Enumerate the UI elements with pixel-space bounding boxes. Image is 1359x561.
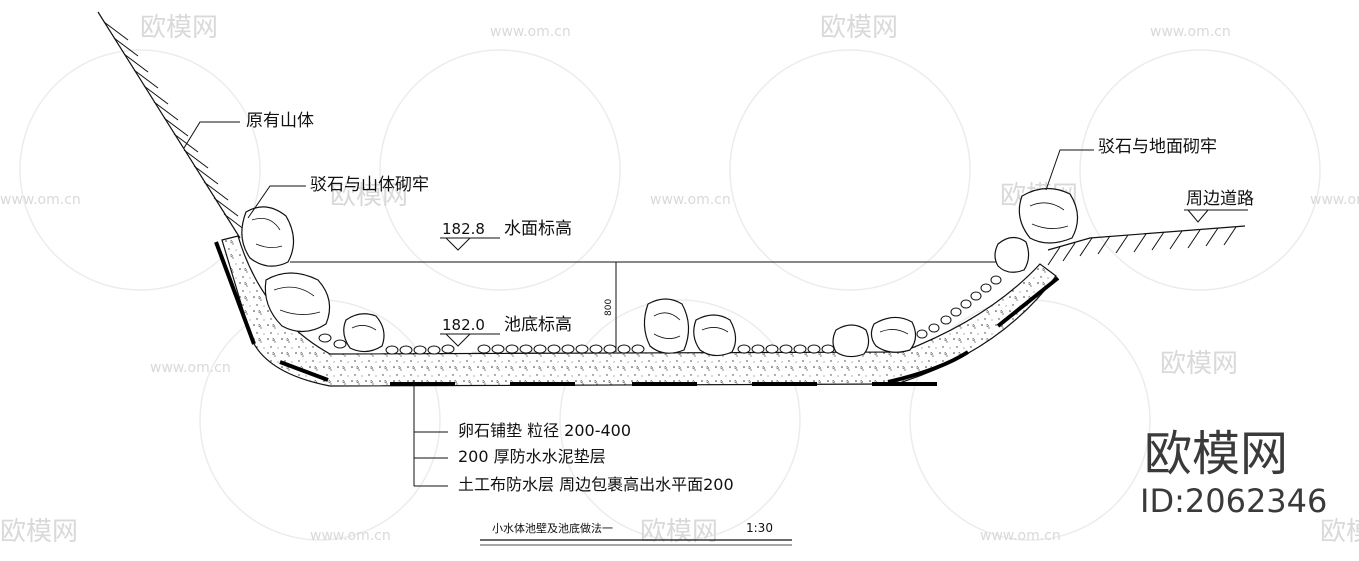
watermark-site: www.om.cn	[150, 360, 231, 376]
mountain-edge	[97, 11, 241, 239]
depth-dimension-value: 800	[604, 299, 614, 316]
pond-bottom-marker: 182.0 池底标高	[440, 315, 572, 347]
brand-logo-text: 欧模网	[1144, 426, 1288, 482]
drawing-title: 小水体池壁及池底做法一	[492, 521, 613, 535]
membrane-segment	[279, 360, 329, 382]
callout-pebble-bedding: 卵石铺垫 粒径 200-400	[458, 421, 631, 440]
label-boulder-ground: 驳石与地面砌牢	[1098, 137, 1217, 157]
watermark-site: www.om.cn	[1310, 192, 1359, 208]
boulder	[264, 272, 331, 333]
brand-watermark: 欧模网 ID:2062346	[1140, 426, 1327, 520]
pond-bottom-value: 182.0	[442, 316, 485, 334]
callout-cement-cushion: 200 厚防水水泥垫层	[458, 447, 606, 466]
boulder	[343, 313, 385, 353]
boulder	[994, 236, 1030, 273]
road-marker: 周边道路	[1184, 189, 1254, 223]
construction-callouts: 卵石铺垫 粒径 200-400 200 厚防水水泥垫层 土工布防水层 周边包裹高…	[413, 380, 734, 494]
leader-line	[1045, 149, 1094, 191]
boulder	[1018, 187, 1079, 244]
pond-bottom-label: 池底标高	[504, 315, 572, 335]
mountain-slope	[97, 11, 246, 239]
watermark-brand: 欧模网	[1160, 349, 1238, 379]
water-level-marker: 182.8 水面标高	[440, 219, 572, 251]
watermark-site: www.om.cn	[490, 24, 571, 40]
leaders	[183, 121, 1094, 219]
watermark-brand: 欧模网	[640, 517, 718, 547]
watermark-site: www.om.cn	[980, 528, 1061, 544]
label-boulder-mountain: 驳石与山体砌牢	[310, 175, 429, 195]
watermark-site: www.om.cn	[0, 192, 81, 208]
watermark-brand: 欧模网	[820, 13, 898, 43]
watermark-brand: 欧模网	[330, 181, 408, 211]
drawing-scale: 1:30	[746, 521, 773, 535]
leader-line	[183, 121, 240, 149]
leader-line	[247, 185, 306, 219]
title-block: 小水体池壁及池底做法一 1:30	[480, 521, 792, 546]
brand-id: ID:2062346	[1140, 482, 1327, 520]
road-hatching	[1047, 226, 1237, 266]
label-surrounding-road: 周边道路	[1186, 189, 1254, 209]
boulders	[241, 187, 1079, 358]
water-level-label: 水面标高	[504, 219, 572, 239]
road-surface-line	[1047, 225, 1246, 251]
membrane-segment	[214, 241, 256, 345]
boulder	[870, 316, 917, 353]
label-original-mountain: 原有山体	[246, 111, 314, 131]
pebbles	[318, 275, 1002, 355]
watermark-brand: 欧模网	[0, 517, 78, 547]
watermark-arcs	[19, 49, 1321, 541]
boulder	[693, 314, 737, 357]
watermark-site: www.om.cn	[650, 192, 731, 208]
callout-geotextile: 土工布防水层 周边包裹高出水平面200	[458, 475, 734, 494]
boulder	[241, 206, 295, 267]
boulder	[832, 324, 870, 358]
watermark-site: www.om.cn	[1150, 24, 1231, 40]
watermark-site: www.om.cn	[310, 528, 391, 544]
membrane-segment	[996, 276, 1060, 328]
water-level-value: 182.8	[442, 220, 485, 238]
geotextile-membrane	[214, 241, 1060, 386]
depth-dimension: 800	[604, 262, 617, 352]
mountain-hatching	[103, 21, 246, 231]
membrane-segment	[887, 350, 970, 384]
boulder	[643, 298, 690, 354]
watermark-brand: 欧模网	[1320, 517, 1359, 547]
background-watermarks: 欧模网 www.om.cn 欧模网 www.om.cn www.om.cn 欧模…	[0, 13, 1359, 547]
road-ground	[1047, 225, 1246, 266]
watermark-brand: 欧模网	[140, 13, 218, 43]
